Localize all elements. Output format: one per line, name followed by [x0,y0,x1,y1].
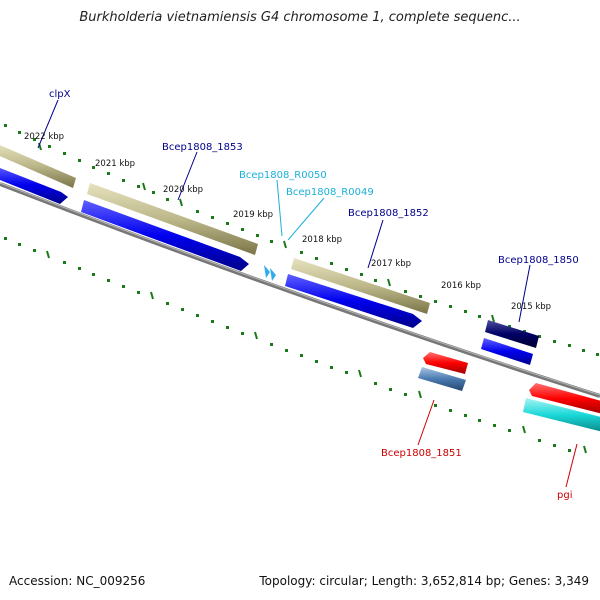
inner-major-ticks [46,250,587,454]
outer-tick-row [4,124,599,356]
gene-label-bcep1808-r0049[interactable]: Bcep1808_R0049 [286,187,374,198]
outer-major-ticks [38,142,495,323]
label-leaders [37,99,578,488]
inner-tick-row [4,237,587,454]
kbp-label: 2022 kbp [24,132,64,142]
gene-blue-1852[interactable] [285,274,422,328]
gene-label-clpx[interactable]: clpX [49,89,71,100]
gene-blue-1850b[interactable] [481,338,533,365]
backbone-highlight [0,182,600,396]
gene-navy-1850[interactable] [485,320,539,348]
kbp-label: 2015 kbp [511,302,551,312]
gene-labels: clpX Bcep1808_1853 Bcep1808_R0050 Bcep18… [49,89,579,501]
chromosome-backbone [0,182,600,398]
rna-marker-r0049[interactable] [264,265,270,278]
map-title: Burkholderia vietnamiensis G4 chromosome… [79,10,521,25]
gene-red-pgi[interactable] [529,383,600,414]
kbp-label: 2020 kbp [163,185,203,195]
gene-steel-1851[interactable] [418,367,466,391]
gene-khaki-1852[interactable] [291,258,430,314]
kbp-labels: 2022 kbp 2021 kbp 2020 kbp 2019 kbp 2018… [24,132,551,312]
kbp-label: 2019 kbp [233,210,273,220]
gene-khaki-1853[interactable] [87,183,258,255]
accession-text: Accession: NC_009256 [9,574,146,588]
rna-marker-r0050[interactable] [270,268,276,281]
gene-red-1851[interactable] [423,352,468,374]
outer-minor-ticks [4,124,599,356]
gene-label-bcep1808-1851[interactable]: Bcep1808_1851 [381,448,462,459]
gene-cyan-pgi[interactable] [523,398,600,432]
gene-blue-clpx[interactable] [0,166,68,204]
topology-summary: Topology: circular; Length: 3,652,814 bp… [259,574,589,588]
gene-blue-1853[interactable] [81,200,249,271]
kbp-label: 2018 kbp [302,235,342,245]
kbp-label: 2017 kbp [371,259,411,269]
inner-minor-ticks [4,237,571,452]
kbp-label: 2021 kbp [95,159,135,169]
kbp-label: 2016 kbp [441,281,481,291]
gene-label-bcep1808-1852[interactable]: Bcep1808_1852 [348,208,429,219]
gene-label-pgi[interactable]: pgi [557,490,572,501]
gene-label-bcep1808-1853[interactable]: Bcep1808_1853 [162,142,243,153]
gene-label-bcep1808-1850[interactable]: Bcep1808_1850 [498,255,579,266]
gene-khaki-clpx[interactable] [0,143,76,188]
gene-label-bcep1808-r0050[interactable]: Bcep1808_R0050 [239,170,327,181]
